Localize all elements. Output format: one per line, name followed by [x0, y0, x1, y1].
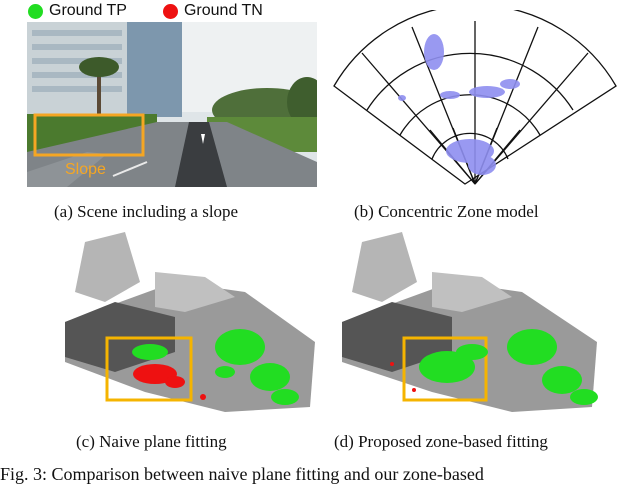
figure-caption: Fig. 3: Comparison between naive plane f…	[0, 464, 484, 484]
legend: Ground TP Ground TN	[28, 0, 263, 22]
caption-a: (a) Scene including a slope	[54, 202, 239, 221]
caption-c: (c) Naive plane fitting	[76, 432, 227, 451]
legend-item-ground-tn: Ground TN	[162, 2, 263, 20]
legend-label: Ground TN	[183, 2, 263, 19]
caption-b: (b) Concentric Zone model	[354, 202, 539, 221]
slope-label: Slope	[65, 161, 106, 178]
scene-photo: Slope	[27, 22, 327, 187]
naive-plane-fitting-cloud	[25, 222, 323, 420]
legend-item-ground-tp: Ground TP	[28, 2, 127, 20]
zone-based-fitting-cloud	[322, 222, 620, 420]
caption-d: (d) Proposed zone-based fitting	[334, 432, 548, 451]
green-dot-icon	[28, 3, 43, 19]
red-dot-icon	[162, 3, 178, 19]
legend-label: Ground TP	[49, 2, 127, 19]
concentric-zone-model	[322, 4, 624, 190]
